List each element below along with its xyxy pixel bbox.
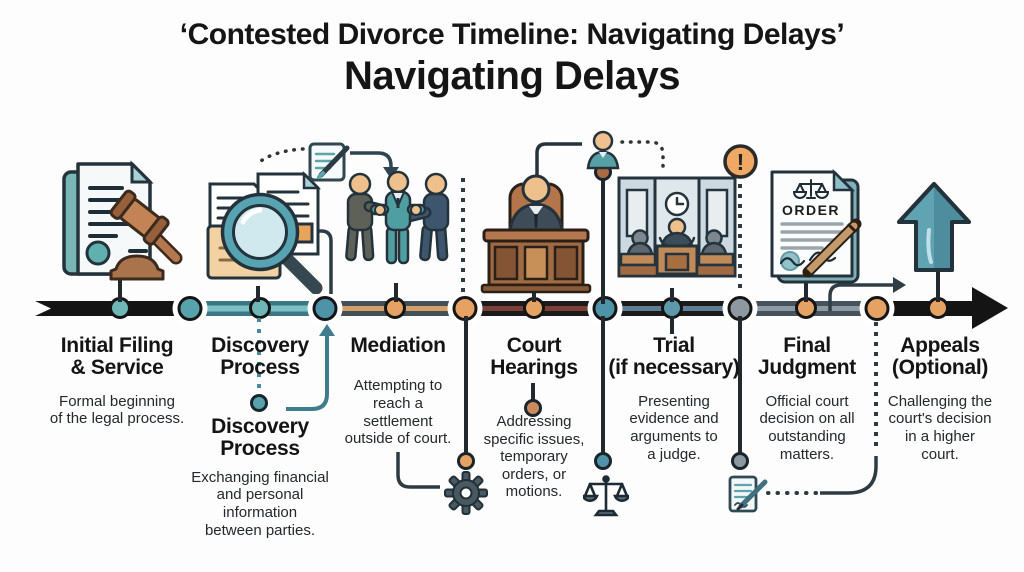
stage-title-court-hearings: Court Hearings xyxy=(490,334,578,380)
timeline-junction-4 xyxy=(592,296,618,321)
up-arrow-icon xyxy=(897,182,971,272)
stage-appeals: Appeals (Optional) Challenging the court… xyxy=(880,334,1000,463)
document-pen-icon xyxy=(728,475,768,513)
dot-docpen-line xyxy=(731,452,749,470)
divider-mediation-court-dotted xyxy=(461,178,465,294)
stage-title-trial: Trial (if necessary) xyxy=(608,334,740,380)
dot-gear-line xyxy=(457,452,475,470)
stage-title-appeals: Appeals (Optional) xyxy=(891,334,989,380)
order-label: ORDER xyxy=(782,202,840,218)
judge-bench-icon xyxy=(480,174,592,294)
connector-court-icon xyxy=(532,287,536,302)
connector-person-trial-dotted xyxy=(620,140,665,174)
exclamation-glyph: ! xyxy=(737,149,745,175)
scales-icon xyxy=(583,475,629,517)
stage-mediation: Mediation Attempting to reach a settleme… xyxy=(330,334,466,448)
connector-appeals-small-arrowhead xyxy=(893,277,906,293)
page-title: ‘Contested Divorce Timeline: Navigating … xyxy=(179,18,845,51)
document-gavel-icon xyxy=(62,160,183,281)
timeline-arrowhead xyxy=(972,287,1008,329)
connector-judgment-icon xyxy=(804,282,808,302)
stage-desc-court-hearings: Addressing specific issues, temporary or… xyxy=(483,413,585,501)
connector-appeals-icon xyxy=(936,270,940,302)
timeline-junction-1 xyxy=(177,296,203,321)
stage-final-judgment: Final Judgment Official court decision o… xyxy=(748,334,866,463)
exclamation-icon: ! xyxy=(723,144,758,179)
header: ‘Contested Divorce Timeline: Navigating … xyxy=(0,18,1024,99)
handshake-figures-icon xyxy=(345,170,450,265)
divider-trial-judgment-lower xyxy=(738,316,742,456)
stage-court-hearings: Court Hearings xyxy=(476,334,592,380)
connector-discovery-icon xyxy=(256,286,260,302)
dot-discovery xyxy=(250,394,268,412)
stage-court-hearings-body: Addressing specific issues, temporary or… xyxy=(470,413,598,501)
divider-court-trial-lower xyxy=(601,316,605,456)
divider-trial-judgment-dotted xyxy=(738,184,742,294)
courtroom-icon xyxy=(617,176,737,278)
stage-title-final-judgment: Final Judgment xyxy=(758,334,856,380)
connector-mediation-icon xyxy=(394,283,398,302)
timeline-node-discovery xyxy=(249,297,271,319)
stage-desc-discovery: Exchanging financial and personal inform… xyxy=(191,468,329,539)
connector-trial-stub xyxy=(670,316,674,334)
connector-court-mini xyxy=(531,383,535,405)
connector-note-arrow xyxy=(350,151,393,169)
stage-trial: Trial (if necessary) Presenting evidence… xyxy=(606,334,742,463)
gear-icon xyxy=(444,471,488,515)
stage-discovery-repeat: Discovery Process Exchanging financial a… xyxy=(186,415,334,539)
stage-title-discovery: Discovery Process xyxy=(211,334,309,380)
timeline-segment-7 xyxy=(877,301,975,316)
stage-title-initial-filing: Initial Filing & Service xyxy=(60,334,174,380)
stage-desc-mediation: Attempting to reach a settlement outside… xyxy=(344,377,452,448)
divider-judgment-appeals-dotted xyxy=(874,322,878,452)
stage-title-mediation: Mediation xyxy=(350,334,446,357)
timeline-junction-2 xyxy=(312,296,338,321)
order-document-icon: ORDER xyxy=(770,168,862,284)
note-pencil-icon xyxy=(308,142,350,182)
stage-discovery: Discovery Process xyxy=(190,334,330,380)
stage-title-discovery-repeat: Discovery Process xyxy=(211,415,309,461)
dot-scales-line xyxy=(594,452,612,470)
stage-desc-final-judgment: Official court decision on all outstandi… xyxy=(759,392,855,463)
timeline-junction-6 xyxy=(864,296,890,321)
person-icon xyxy=(586,130,620,170)
divider-mediation-court-lower xyxy=(464,316,468,456)
stage-desc-trial: Presenting evidence and arguments to a j… xyxy=(629,392,719,463)
divider-court-trial-upper xyxy=(601,176,605,304)
stage-desc-appeals: Challenging the court's decision in a hi… xyxy=(887,392,993,463)
stage-initial-filing: Initial Filing & Service Formal beginnin… xyxy=(30,334,204,428)
documents-magnifier-icon xyxy=(206,170,323,294)
page-subtitle: Navigating Delays xyxy=(343,54,681,98)
connector-trial-icon xyxy=(670,288,674,302)
dot-court-mini xyxy=(524,399,542,417)
connector-mediation-gear-elbow xyxy=(396,452,440,489)
stage-desc-initial-filing: Formal beginning of the legal process. xyxy=(49,392,185,428)
connector-discovery-dotted xyxy=(257,318,261,396)
